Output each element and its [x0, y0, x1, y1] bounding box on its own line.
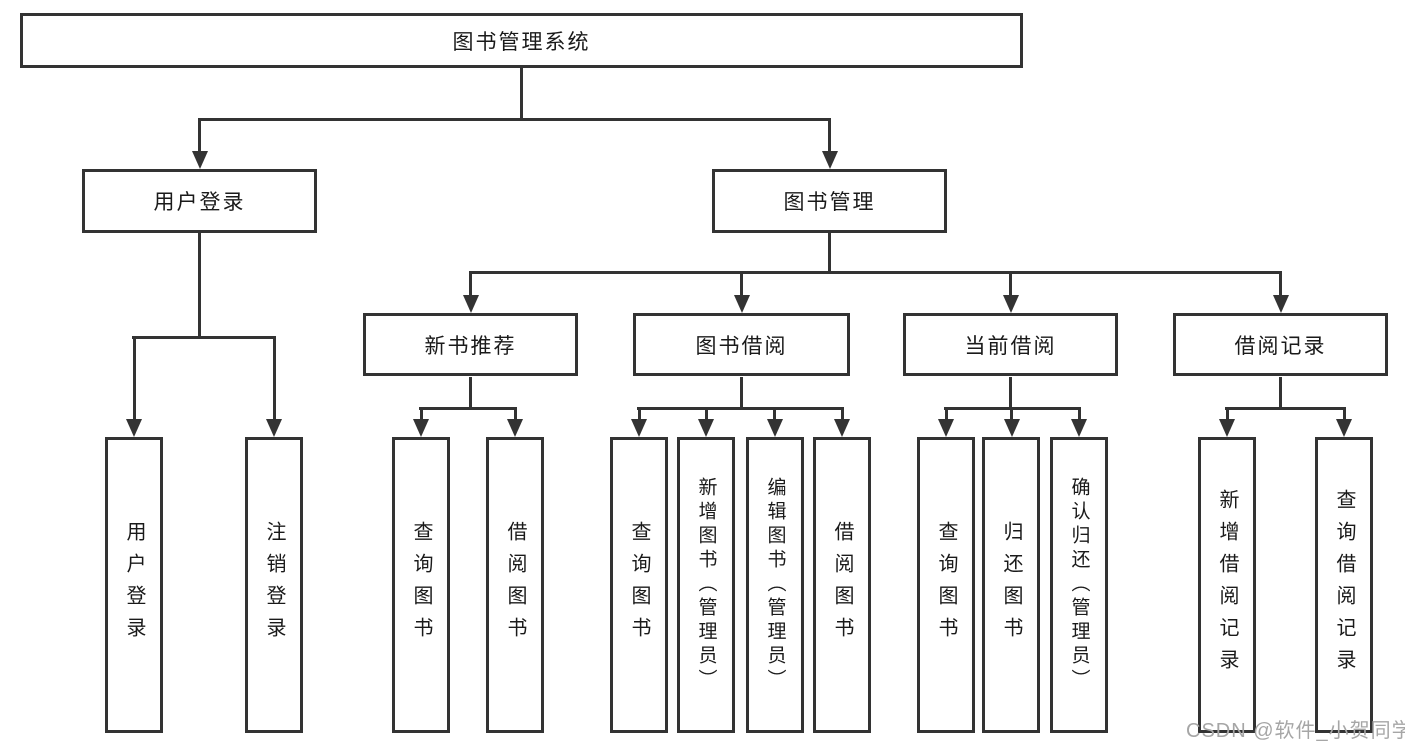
- node-label: 借阅记录: [1234, 334, 1327, 358]
- leaf-logout: 注销登录: [245, 437, 303, 733]
- connector-line: [1279, 271, 1282, 297]
- leaf-label: 编辑图书（管理员）: [764, 477, 786, 693]
- arrowhead-icon: [1002, 295, 1019, 313]
- arrowhead-icon: [631, 419, 647, 437]
- connector-line: [198, 233, 201, 336]
- arrowhead-icon: [266, 419, 282, 437]
- connector-line: [944, 407, 1080, 410]
- node-library-management-system: 图书管理系统: [20, 13, 1023, 68]
- watermark: CSDN @软件_小贺同学: [1186, 720, 1405, 742]
- node-book-management: 图书管理: [712, 169, 947, 233]
- connector-line: [1077, 407, 1081, 421]
- leaf-bb-add-books-admin: 新增图书（管理员）: [677, 437, 735, 733]
- leaf-label: 新增借阅记录: [1216, 489, 1238, 681]
- arrowhead-icon: [191, 151, 208, 169]
- arrowhead-icon: [413, 419, 429, 437]
- connector-line: [944, 407, 948, 421]
- arrowhead-icon: [1071, 419, 1087, 437]
- connector-line: [637, 407, 843, 410]
- arrowhead-icon: [462, 295, 479, 313]
- connector-line: [1342, 407, 1346, 421]
- arrowhead-icon: [1336, 419, 1352, 437]
- arrowhead-icon: [733, 295, 750, 313]
- connector-line: [419, 407, 423, 421]
- arrowhead-icon: [698, 419, 714, 437]
- arrowhead-icon: [821, 151, 838, 169]
- connector-line: [773, 407, 776, 421]
- connector-line: [198, 118, 831, 121]
- node-label: 用户登录: [153, 191, 246, 214]
- arrowhead-icon: [938, 419, 954, 437]
- connector-line: [132, 336, 136, 421]
- leaf-label: 新增图书（管理员）: [695, 477, 717, 693]
- leaf-bb-edit-books-admin: 编辑图书（管理员）: [746, 437, 804, 733]
- connector-line: [419, 407, 517, 410]
- arrowhead-icon: [1219, 419, 1235, 437]
- node-current-borrowing: 当前借阅: [903, 313, 1118, 376]
- connector-line: [469, 271, 1282, 274]
- arrowhead-icon: [126, 419, 142, 437]
- connector-line: [1225, 407, 1229, 421]
- leaf-label: 确认归还（管理员）: [1068, 477, 1090, 693]
- node-new-book-recommend: 新书推荐: [363, 313, 578, 376]
- node-label: 当前借阅: [964, 334, 1057, 358]
- node-user-login: 用户登录: [82, 169, 317, 233]
- node-book-borrowing: 图书借阅: [633, 313, 850, 376]
- connector-line: [828, 233, 831, 271]
- connector-line: [520, 68, 523, 118]
- leaf-cb-return-books: 归还图书: [982, 437, 1040, 733]
- leaf-bb-query-books: 查询图书: [610, 437, 668, 733]
- connector-line: [637, 407, 641, 421]
- leaf-label: 借阅图书: [504, 521, 526, 649]
- connector-line: [1225, 407, 1345, 410]
- leaf-label: 归还图书: [1000, 521, 1022, 649]
- node-label: 图书借阅: [695, 334, 788, 358]
- connector-line: [840, 407, 844, 421]
- arrowhead-icon: [1272, 295, 1289, 313]
- leaf-label: 注销登录: [263, 521, 285, 649]
- connector-line: [513, 407, 517, 421]
- connector-line: [1009, 271, 1012, 297]
- node-label: 新书推荐: [424, 334, 517, 358]
- connector-line: [198, 118, 201, 154]
- arrowhead-icon: [766, 419, 783, 437]
- leaf-user-login: 用户登录: [105, 437, 163, 733]
- connector-line: [704, 407, 708, 421]
- leaf-label: 查询借阅记录: [1333, 489, 1355, 681]
- leaf-label: 查询图书: [935, 521, 957, 649]
- connector-line: [1279, 377, 1282, 407]
- leaf-label: 用户登录: [123, 521, 145, 649]
- leaf-label: 查询图书: [628, 521, 650, 649]
- connector-line: [1009, 377, 1012, 407]
- leaf-label: 借阅图书: [831, 521, 853, 649]
- node-label: 图书管理: [783, 191, 876, 214]
- connector-line: [1010, 407, 1013, 421]
- connector-line: [132, 336, 276, 339]
- leaf-nb-query-books: 查询图书: [392, 437, 450, 733]
- leaf-br-add-record: 新增借阅记录: [1198, 437, 1256, 733]
- node-borrowing-records: 借阅记录: [1173, 313, 1388, 376]
- connector-line: [740, 271, 743, 297]
- arrowhead-icon: [1003, 419, 1020, 437]
- leaf-cb-query-books: 查询图书: [917, 437, 975, 733]
- connector-line: [469, 271, 472, 297]
- arrowhead-icon: [507, 419, 523, 437]
- leaf-bb-borrow-books: 借阅图书: [813, 437, 871, 733]
- connector-line: [740, 377, 743, 407]
- connector-line: [272, 336, 276, 421]
- leaf-nb-borrow-books: 借阅图书: [486, 437, 544, 733]
- connector-line: [828, 118, 831, 154]
- leaf-cb-confirm-return-admin: 确认归还（管理员）: [1050, 437, 1108, 733]
- leaf-br-query-record: 查询借阅记录: [1315, 437, 1373, 733]
- leaf-label: 查询图书: [410, 521, 432, 649]
- arrowhead-icon: [834, 419, 850, 437]
- connector-line: [469, 377, 472, 407]
- node-label: 图书管理系统: [452, 30, 591, 54]
